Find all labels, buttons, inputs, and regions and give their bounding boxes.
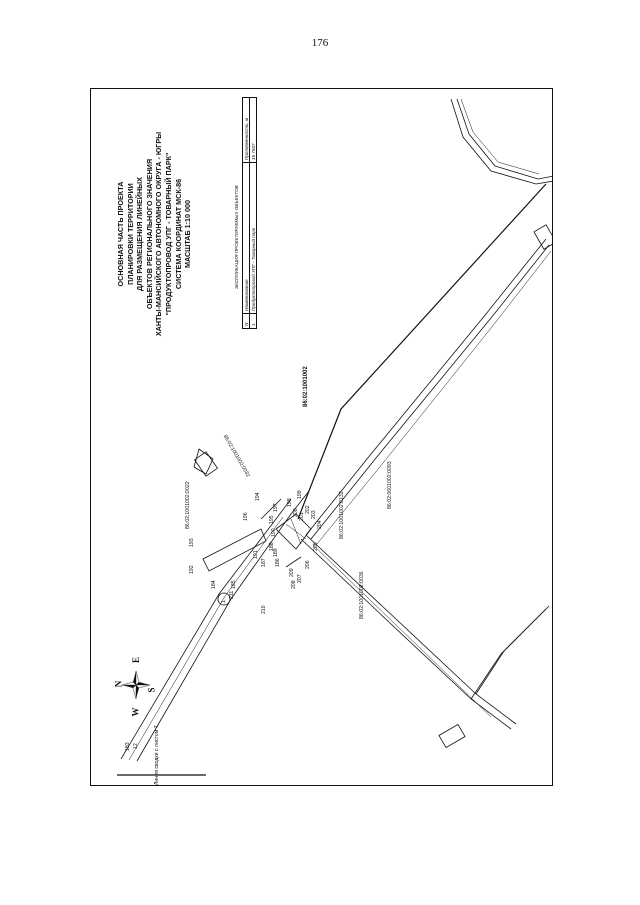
legend-row-name: Продуктопровод УПГ - Товарный парк [249, 162, 257, 314]
point-209: 209 [289, 568, 295, 577]
top-curve-2 [456, 98, 552, 180]
point-194: 194 [255, 492, 261, 501]
compass-e: E [131, 656, 142, 664]
cadastral-0132: 86:02:1001002:0132 [339, 491, 345, 539]
legend-table: N Наименование Протяженность, м 1 Продук… [242, 97, 257, 329]
point-197: 197 [273, 503, 279, 512]
legend-header-name: Наименование [242, 162, 250, 314]
node-complex [275, 513, 312, 550]
point-205: 205 [313, 542, 319, 551]
pipeline-line [297, 183, 547, 520]
point-199: 199 [297, 490, 303, 499]
compass-s: S [146, 687, 157, 693]
top-curve-1 [450, 98, 552, 185]
road-right-2 [310, 244, 550, 540]
point-189: 189 [273, 548, 279, 557]
point-193: 193 [189, 538, 195, 547]
map-drawing [117, 98, 552, 776]
point-12: 12 [133, 743, 139, 749]
point-203: 203 [311, 510, 317, 519]
corridor-upper-edge [120, 498, 292, 760]
road-bottom-2 [305, 534, 517, 725]
compass-rose [121, 670, 151, 700]
branch-right [470, 608, 547, 700]
spur-192 [202, 528, 267, 572]
point-196: 196 [243, 512, 249, 521]
compass-w: W [130, 707, 141, 717]
point-185: 185 [231, 580, 237, 589]
branch-right-2 [475, 605, 550, 695]
point-183: 183 [125, 742, 131, 751]
point-206: 206 [305, 560, 311, 569]
point-186: 186 [275, 558, 281, 567]
match-line-label: Линия сводки с листом 7 [154, 725, 160, 785]
small-building-1 [193, 451, 219, 477]
road-right-1 [305, 238, 547, 536]
point-195: 195 [269, 515, 275, 524]
title-line: "ПРОДУКТОПРОВОД УПГ - ТОВАРНЫЙ ПАРК" [163, 152, 173, 316]
cadastral-0093: 86:02:0601002:0093 [387, 461, 393, 509]
road-right-3 [316, 250, 552, 545]
title-line: ДЛЯ РАЗМЕЩЕНИЯ ЛИНЕЙНЫХ [135, 177, 145, 291]
point-204: 204 [317, 520, 323, 529]
small-building-2 [533, 224, 552, 250]
point-210: 210 [261, 605, 267, 614]
cadastral-0036: 86:02:1001002:0036 [359, 571, 365, 619]
legend-header-num: N [242, 313, 250, 329]
circle-1-label: 1 [221, 600, 227, 603]
corridor-lower-edge [136, 490, 310, 762]
legend-title: ЭКСПЛИКАЦИЯ ПРОЕКТИРУЕМЫХ ОБЪЕКТОВ [234, 185, 239, 289]
corridor-middle-line [128, 516, 284, 761]
title-line: ОБЪЕКТОВ РЕГИОНАЛЬНОГО ЗНАЧЕНИЯ [144, 158, 154, 310]
point-198: 198 [287, 498, 293, 507]
spur-198 [260, 498, 282, 520]
top-curve-3 [460, 98, 540, 175]
arrow-206 [285, 556, 302, 568]
title-line: ПЛАНИРОВКИ ТЕРРИТОРИИ [125, 183, 135, 285]
cadastral-0022: 86:02:1001002:0022 [185, 481, 191, 529]
area-outline-1 [193, 448, 214, 475]
title-line: ОСНОВНАЯ ЧАСТЬ ПРОЕКТА [116, 181, 125, 287]
point-187: 187 [261, 558, 267, 567]
page-number: 176 [311, 37, 329, 49]
point-191: 191 [253, 550, 259, 559]
point-190: 190 [271, 528, 277, 537]
legend-row: 1 Продуктопровод УПГ - Товарный парк 15 … [249, 97, 257, 329]
legend-header-length: Протяженность, м [242, 97, 250, 163]
point-211: 211 [229, 590, 235, 599]
title-line: МАСШТАБ 1:10 000 [183, 199, 193, 269]
road-bottom-3 [312, 544, 492, 718]
compass-n: N [113, 680, 124, 688]
title-line: ХАНТЫ-МАНСИЙСКОГО АВТОНОМНОГО ОКРУГА - Ю… [154, 131, 164, 337]
legend-row-num: 1 [249, 313, 257, 329]
cadastral-main: 86:02:1001002 [303, 366, 309, 407]
title-line: СИСТЕМА КООРДИНАТ МСК-86 [173, 178, 183, 290]
legend-row-length: 15 7837 [249, 97, 257, 163]
small-building-3 [438, 723, 466, 749]
point-184: 184 [211, 580, 217, 589]
marker-circle-1 [217, 592, 231, 606]
legend: ЭКСПЛИКАЦИЯ ПРОЕКТИРУЕМЫХ ОБЪЕКТОВ N Наи… [233, 97, 265, 329]
road-bottom-1 [300, 538, 512, 730]
point-192: 192 [189, 565, 195, 574]
point-208: 208 [291, 580, 297, 589]
point-207: 207 [297, 574, 303, 583]
